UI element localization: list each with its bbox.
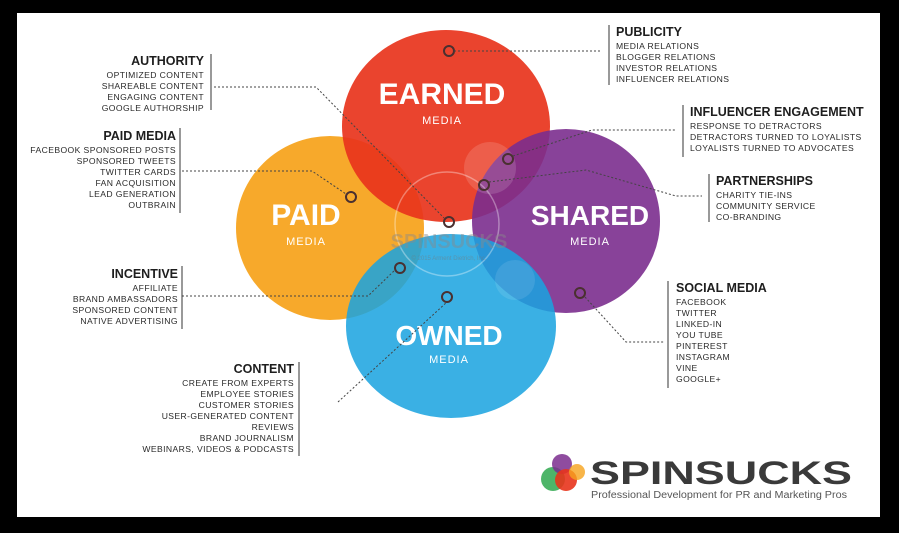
earned-title: EARNED [379, 78, 506, 111]
circle-owned [346, 234, 556, 418]
group-item: GOOGLE+ [676, 374, 721, 384]
group-item: TWITTER CARDS [100, 167, 176, 177]
group-item: GOOGLE AUTHORSHIP [102, 103, 204, 113]
owned-title: OWNED [395, 320, 502, 351]
group-influencer-engagement: INFLUENCER ENGAGEMENT RESPONSE TO DETRACT… [690, 105, 864, 153]
logo-circle-purple [552, 454, 572, 474]
group-item: RESPONSE TO DETRACTORS [690, 121, 822, 131]
group-item: OUTBRAIN [128, 200, 176, 210]
group-item: FACEBOOK [676, 297, 726, 307]
group-item: EMPLOYEE STORIES [200, 389, 294, 399]
group-item: LOYALISTS TURNED TO ADVOCATES [690, 143, 854, 153]
group-title: SOCIAL MEDIA [676, 281, 767, 295]
owned-subtitle: MEDIA [429, 354, 469, 366]
group-item: BRAND JOURNALISM [200, 433, 294, 443]
group-item: WEBINARS, VIDEOS & PODCASTS [142, 444, 294, 454]
overlap-bubble-2 [495, 260, 535, 300]
brand-logo: SPINSUCKS Professional Development for P… [541, 454, 852, 501]
group-item: ENGAGING CONTENT [107, 92, 204, 102]
dot-content [441, 291, 453, 303]
group-item: CREATE FROM EXPERTS [182, 378, 294, 388]
group-item: DETRACTORS TURNED TO LOYALISTS [690, 132, 862, 142]
group-item: INFLUENCER RELATIONS [616, 74, 729, 84]
group-item: CUSTOMER STORIES [199, 400, 294, 410]
brand-tagline: Professional Development for PR and Mark… [591, 490, 847, 501]
dot-authority [443, 216, 455, 228]
dot-influencer [502, 153, 514, 165]
group-item: OPTIMIZED CONTENT [106, 70, 204, 80]
venn-circles [236, 30, 660, 418]
group-item: REVIEWS [252, 422, 294, 432]
leader-content [337, 301, 448, 403]
group-item: PINTEREST [676, 341, 728, 351]
bracket-lines [179, 25, 710, 456]
group-item: VINE [676, 363, 698, 373]
leader-lines [182, 50, 702, 403]
leader-social [584, 296, 664, 343]
logo-circle-orange [569, 464, 585, 480]
group-item: LEAD GENERATION [89, 189, 176, 199]
group-item: COMMUNITY SERVICE [716, 201, 816, 211]
center-ring [394, 171, 500, 277]
brand-name: SPINSUCKS [590, 455, 852, 491]
group-social-media: SOCIAL MEDIA FACEBOOKTWITTERLINKED-INYOU … [676, 281, 767, 384]
shared-subtitle: MEDIA [570, 236, 610, 248]
paid-subtitle: MEDIA [286, 236, 326, 248]
leader-incentive [182, 269, 396, 297]
group-title: PUBLICITY [616, 25, 683, 39]
group-item: USER-GENERATED CONTENT [162, 411, 295, 421]
paid-title: PAID [271, 199, 340, 232]
group-title: INCENTIVE [111, 267, 178, 281]
group-item: FAN ACQUISITION [96, 178, 177, 188]
connector-dots [345, 45, 586, 303]
earned-subtitle: MEDIA [422, 115, 462, 127]
group-item: MEDIA RELATIONS [616, 41, 699, 51]
group-item: SHAREABLE CONTENT [102, 81, 205, 91]
group-title: PARTNERSHIPS [716, 174, 813, 188]
group-item: INSTAGRAM [676, 352, 730, 362]
group-title: AUTHORITY [131, 54, 205, 68]
group-item: FACEBOOK SPONSORED POSTS [30, 145, 176, 155]
dot-paid-media [345, 191, 357, 203]
group-paid-media: PAID MEDIA FACEBOOK SPONSORED POSTSSPONSO… [30, 129, 176, 210]
leader-authority [214, 86, 445, 219]
dot-incentive [394, 262, 406, 274]
dot-partnerships [478, 179, 490, 191]
group-item: LINKED-IN [676, 319, 722, 329]
leader-partnerships [488, 169, 702, 197]
group-title: CONTENT [234, 362, 295, 376]
group-item: SPONSORED CONTENT [72, 305, 178, 315]
group-item: CHARITY TIE-INS [716, 190, 792, 200]
group-item: NATIVE ADVERTISING [80, 316, 178, 326]
group-item: YOU TUBE [676, 330, 723, 340]
group-title: INFLUENCER ENGAGEMENT [690, 105, 864, 119]
watermark-logo: SPINSUCKS [391, 231, 508, 253]
group-item: BRAND AMBASSADORS [73, 294, 178, 304]
group-item: CO-BRANDING [716, 212, 782, 222]
watermark-copyright: © 2015 Arment Dietrich, Inc. [411, 255, 486, 262]
group-item: AFFILIATE [133, 283, 178, 293]
group-item: TWITTER [676, 308, 717, 318]
group-item: SPONSORED TWEETS [77, 156, 176, 166]
group-item: INVESTOR RELATIONS [616, 63, 717, 73]
shared-title: SHARED [531, 200, 649, 231]
group-item: BLOGGER RELATIONS [616, 52, 716, 62]
leader-paid-media [182, 170, 347, 195]
overlap-bubble [464, 142, 516, 194]
group-title: PAID MEDIA [103, 129, 176, 143]
dot-social [574, 287, 586, 299]
